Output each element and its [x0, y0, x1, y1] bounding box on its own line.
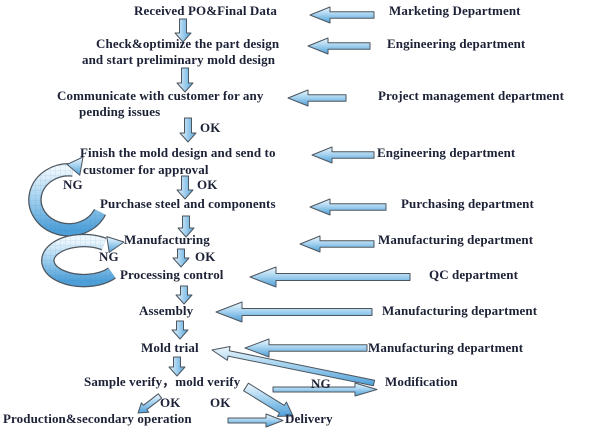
arrow-purchasing-to-purchase [309, 198, 387, 216]
arrow-assembly-to-moldtrial [171, 320, 189, 340]
arrow-engineering-to-check [307, 37, 371, 55]
step-mold-trial: Mold trial [141, 340, 199, 355]
arrow-engineering-to-finish [311, 146, 375, 164]
arrow-purchase-to-manufacturing [177, 215, 195, 238]
step-production: Production&secondary operation [3, 411, 192, 426]
arrow-qc-to-processing [249, 266, 411, 288]
step-modification: Modification [385, 374, 458, 389]
arrow-received-to-check [174, 18, 192, 43]
arrow-mfg-to-assembly [215, 301, 373, 323]
ok-label-manufacturing: OK [195, 249, 216, 264]
dept-qc: QC department [429, 267, 519, 282]
arrow-verify-ok-to-delivery [243, 382, 294, 417]
arrow-communicate-ok-to-finish [179, 117, 197, 143]
dept-marketing: Marketing Department [389, 3, 521, 18]
arrow-manufacturing-ok-to-processing [172, 248, 190, 268]
ok-label-delivery: OK [210, 395, 231, 410]
ok-label-communicate: OK [200, 120, 221, 135]
ok-label-finish: OK [197, 177, 218, 192]
step-check-optimize-line1: Check&optimize the part design [96, 36, 280, 51]
arrow-check-to-communicate [176, 67, 194, 93]
arrow-marketing-to-received [309, 6, 375, 24]
ng-label-verify: NG [311, 376, 331, 391]
arrow-production-to-delivery [227, 413, 284, 428]
arrow-verify-ok-to-production [137, 393, 163, 414]
step-purchase: Purchase steel and components [100, 196, 276, 211]
step-communicate-line1: Communicate with customer for any [57, 88, 264, 103]
arrow-modification-to-moldtrial [211, 346, 376, 387]
ng-label-manufacturing: NG [99, 249, 119, 264]
arrow-ng-verify-to-modification [272, 382, 378, 397]
step-finish-design-line2: customer for approval [83, 162, 209, 177]
step-received-po: Received PO&Final Data [134, 3, 278, 18]
dept-purchasing: Purchasing department [401, 196, 534, 211]
dept-manufacturing-2: Manufacturing department [382, 303, 538, 318]
arrow-processing-to-assembly [175, 285, 193, 305]
dept-manufacturing-1: Manufacturing department [378, 232, 534, 247]
step-processing-control: Processing control [120, 267, 224, 282]
arrow-finish-ok-to-purchase [176, 175, 194, 200]
step-communicate-line2: pending issues [79, 104, 161, 119]
dept-engineering-1: Engineering department [387, 36, 526, 51]
arrow-moldtrial-to-verify [168, 356, 186, 377]
ng-label-finish: NG [63, 177, 83, 192]
dept-manufacturing-3: Manufacturing department [368, 340, 524, 355]
arrow-mfg-to-moldtrial [244, 338, 368, 358]
arrow-projectmgmt-to-communicate [287, 89, 347, 107]
dept-engineering-2: Engineering department [377, 145, 516, 160]
step-manufacturing: Manufacturing [124, 232, 210, 247]
arrow-mfg-to-manufacturing [299, 235, 375, 253]
step-delivery: Delivery [285, 411, 333, 426]
step-assembly: Assembly [139, 303, 194, 318]
step-sample-verify: Sample verify，mold verify [84, 374, 241, 389]
ok-label-production: OK [160, 395, 181, 410]
dept-project-management: Project management department [378, 88, 565, 103]
ng-loop-manufacturing [41, 233, 125, 288]
step-check-optimize-line2: and start preliminary mold design [82, 52, 276, 67]
ng-loop-finish-design [28, 156, 107, 237]
step-finish-design-line1: Finish the mold design and send to [80, 145, 276, 160]
